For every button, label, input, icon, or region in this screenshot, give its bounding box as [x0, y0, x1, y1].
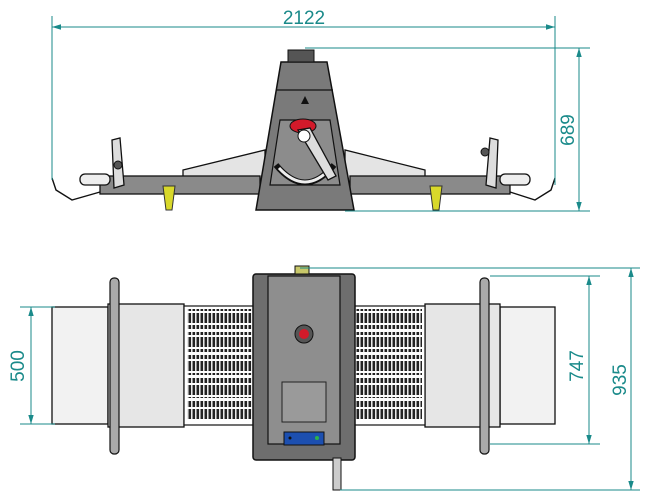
dimension-label-747: 747 — [567, 350, 588, 382]
left-foot — [162, 185, 176, 211]
left-roller — [109, 277, 120, 455]
dimension-belt-width: 500 — [8, 306, 55, 425]
dimension-label-500: 500 — [8, 350, 29, 382]
dimension-label-935: 935 — [610, 364, 631, 396]
right-end-table — [499, 306, 556, 425]
dimension-body-depth: 747 — [490, 275, 600, 445]
thickness-knob-top[interactable] — [299, 329, 309, 339]
right-foot — [429, 185, 443, 211]
left-belt — [107, 303, 185, 428]
control-panel[interactable] — [283, 431, 325, 446]
dimension-overall-length: 2122 — [51, 8, 556, 185]
dimension-overall-depth: 935 — [300, 267, 640, 491]
top-view — [51, 265, 556, 491]
dimension-label-689: 689 — [558, 114, 579, 146]
pedal-cable — [332, 457, 342, 491]
dimension-label-2122: 2122 — [283, 8, 325, 29]
dimension-height: 689 — [305, 47, 590, 212]
right-roller — [479, 277, 490, 455]
side-view — [51, 49, 556, 211]
left-end-table — [51, 306, 109, 425]
right-lever — [485, 137, 499, 189]
